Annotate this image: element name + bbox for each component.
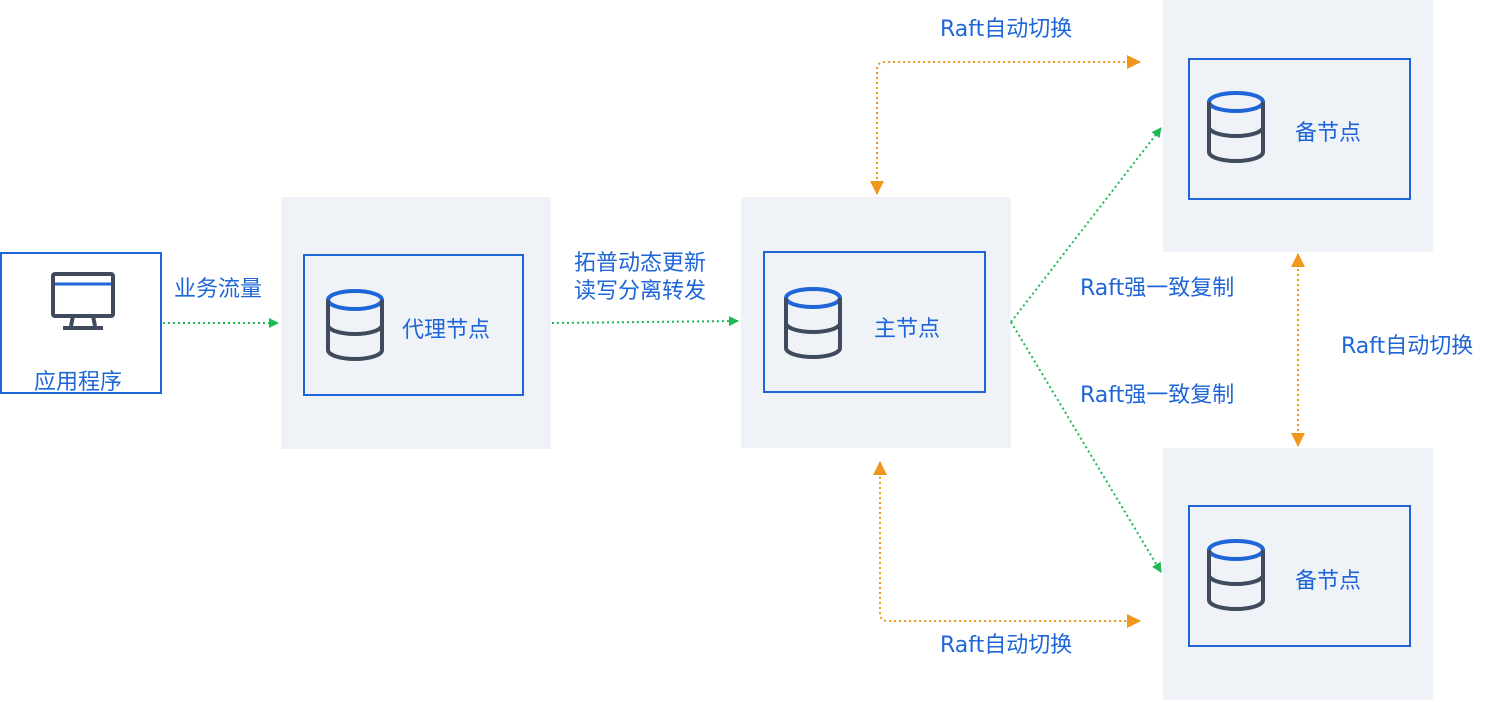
primary-label: 主节点 [874,317,941,342]
primary-node: 主节点 [763,251,986,393]
failover-top-label: Raft自动切换 [940,17,1073,42]
traffic-label: 业务流量 [174,277,263,302]
failover-right-label: Raft自动切换 [1341,334,1474,359]
standby-top-node: 备节点 [1188,58,1411,200]
standby-bottom-label: 备节点 [1295,569,1362,594]
failover-bottom-arrow [873,461,1141,628]
monitor-icon [51,272,115,330]
standby-top-label: 备节点 [1295,121,1362,146]
topology-label-line1: 拓普动态更新 [574,251,707,276]
database-icon [326,289,384,361]
proxy-label: 代理节点 [402,318,491,343]
app-node: 应用程序 [0,252,162,395]
replication-bottom-arrow [1010,321,1162,573]
replication-top-label: Raft强一致复制 [1080,276,1235,301]
topology-label-line2: 读写分离转发 [574,279,707,304]
database-icon [1207,91,1265,163]
failover-bottom-label: Raft自动切换 [940,633,1073,658]
database-icon [784,287,842,359]
failover-top-arrow [870,55,1141,195]
standby-bottom-node: 备节点 [1188,505,1411,647]
forward-arrow [551,316,739,327]
app-label: 应用程序 [34,370,123,395]
replication-bottom-label: Raft强一致复制 [1080,383,1235,408]
replication-top-arrow [1010,127,1162,323]
database-icon [1207,539,1265,611]
proxy-node: 代理节点 [303,254,524,396]
